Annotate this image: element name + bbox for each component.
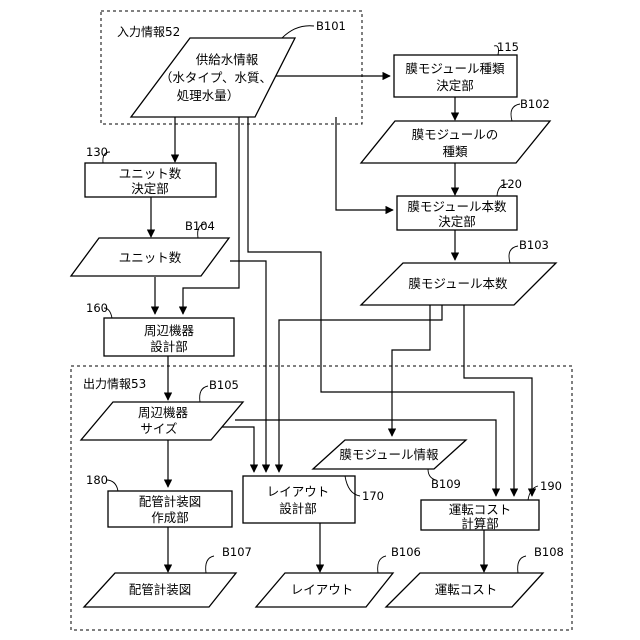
b108-ref: B108: [534, 545, 564, 559]
b104-ref: B104: [185, 219, 215, 233]
b101-line-1: 供給水情報: [196, 52, 259, 67]
b108-line-1: 運転コスト: [435, 582, 498, 597]
n180-line-1: 配管計装図: [139, 494, 202, 509]
b105-leader: [200, 386, 208, 402]
n115-line-1: 膜モジュール種類: [405, 61, 505, 76]
n120-ref: 120: [500, 177, 522, 191]
b106-line-1: レイアウト: [291, 582, 354, 597]
b108-leader: [518, 556, 526, 573]
b103-ref: B103: [519, 238, 549, 252]
b106-ref: B106: [391, 545, 421, 559]
node-160-peripheral-designer: 周辺機器 設計部 160: [86, 301, 234, 356]
b105-line-2: サイズ: [140, 421, 177, 436]
n120-line-1: 膜モジュール本数: [407, 199, 507, 214]
b103-line-1: 膜モジュール本数: [408, 276, 508, 291]
arrow-b103-to-190: [464, 305, 532, 496]
b107-leader: [206, 556, 214, 573]
arrow-b101-to-190: [248, 117, 514, 496]
b109-line-1: 膜モジュール情報: [339, 447, 439, 462]
b105-ref: B105: [209, 378, 239, 392]
n190-ref: 190: [540, 479, 562, 493]
n115-ref: 115: [497, 40, 519, 54]
n180-line-2: 作成部: [151, 510, 189, 525]
arrow-b101-to-160: [183, 117, 239, 314]
b109-ref: B109: [431, 477, 461, 491]
node-b104-unit-count: ユニット数 B104: [71, 219, 229, 276]
n130-line-1: ユニット数: [119, 166, 182, 181]
n120-line-2: 決定部: [438, 214, 476, 229]
node-120-membrane-count-decider: 膜モジュール本数 決定部 120: [397, 177, 522, 230]
output-info-label: 出力情報53: [83, 377, 146, 391]
n190-line-2: 計算部: [461, 516, 499, 531]
input-info-label: 入力情報52: [117, 25, 180, 39]
n130-ref: 130: [86, 145, 108, 159]
b102-leader: [511, 104, 520, 121]
n160-line-1: 周辺機器: [144, 323, 195, 338]
b106-leader: [378, 556, 386, 573]
n130-line-2: 決定部: [131, 181, 169, 196]
b101-ref: B101: [316, 19, 346, 33]
node-170-layout-designer: レイアウト 設計部 170: [243, 476, 384, 523]
b107-line-1: 配管計装図: [129, 582, 192, 597]
b104-line-1: ユニット数: [119, 250, 182, 265]
n160-ref: 160: [86, 301, 108, 315]
b101-line-2: （水タイプ、水質、: [160, 70, 272, 85]
b101-line-3: 処理水量）: [177, 88, 240, 103]
n170-line-2: 設計部: [279, 501, 317, 516]
b101-leader: [282, 26, 314, 38]
n190-line-1: 運転コスト: [449, 502, 512, 517]
b102-line-1: 膜モジュールの: [412, 127, 499, 142]
node-b103-membrane-count: 膜モジュール本数 B103: [361, 238, 556, 305]
node-180-piping-drawing-creator: 配管計装図 作成部 180: [86, 473, 232, 527]
n180-ref: 180: [86, 473, 108, 487]
b102-ref: B102: [520, 97, 550, 111]
b103-leader: [509, 246, 518, 263]
node-115-membrane-type-decider: 膜モジュール種類 決定部 115: [394, 40, 519, 97]
n170-ref: 170: [362, 489, 384, 503]
n115-line-2: 決定部: [436, 78, 474, 93]
n170-line-1: レイアウト: [267, 484, 330, 499]
b102-line-2: 種類: [442, 144, 468, 159]
b107-ref: B107: [222, 545, 252, 559]
n190-leader: [528, 486, 538, 500]
b105-line-1: 周辺機器: [138, 405, 189, 420]
n160-line-2: 設計部: [150, 339, 188, 354]
arrow-b103-to-b109: [392, 305, 430, 436]
node-130-unit-count-decider: ユニット数 決定部 130: [85, 145, 216, 197]
